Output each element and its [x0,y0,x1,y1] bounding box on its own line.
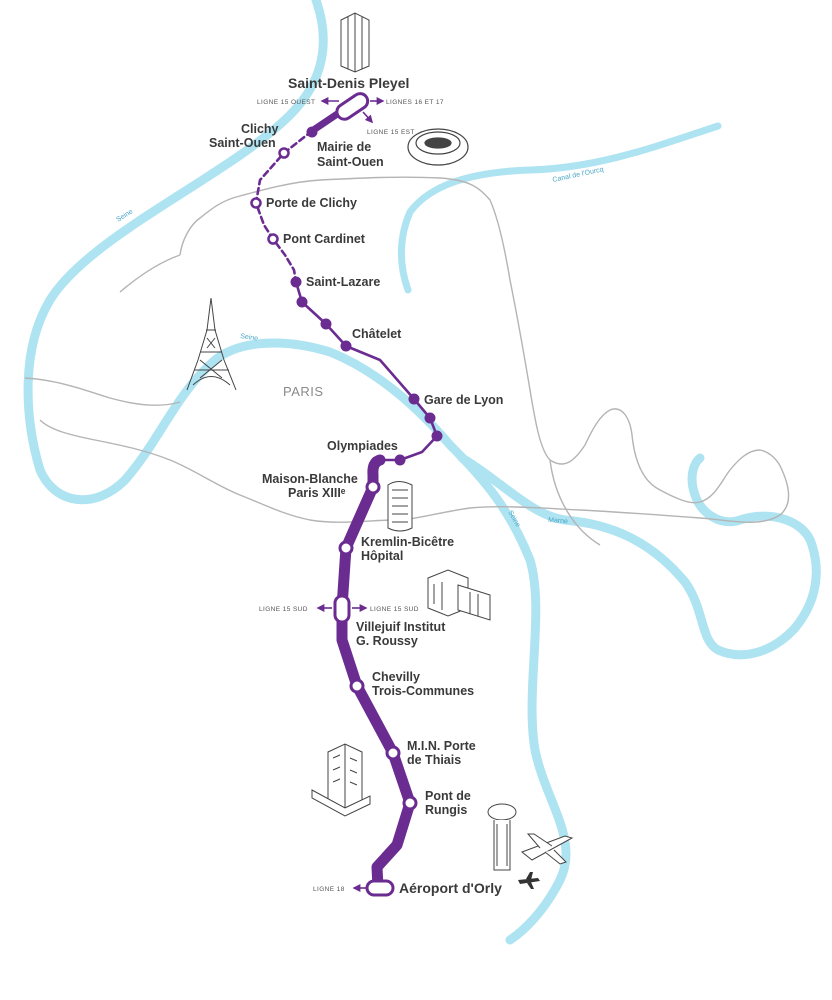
station-label-mairie-line2[interactable]: Saint-Ouen [317,155,384,169]
station-labels: Saint-Denis Pleyel Clichy Saint-Ouen Mai… [209,75,503,896]
river-label-marne: Marne [548,517,568,525]
connection-labels: LIGNE 15 OUEST LIGNES 16 ET 17 LIGNE 15 … [257,99,444,893]
connection-label-l16-17: LIGNES 16 ET 17 [386,99,444,106]
landmark-min-building [311,743,371,817]
station-label-gare-de-lyon[interactable]: Gare de Lyon [424,393,503,407]
connection-arrows [316,97,385,892]
station-marker-gare-de-lyon[interactable] [408,393,420,405]
station-label-porte-de-clichy[interactable]: Porte de Clichy [266,196,357,210]
station-label-rungis-line1[interactable]: Pont de [425,789,471,803]
station-label-chatelet[interactable]: Châtelet [352,327,402,341]
canal-de-lourcq [398,122,722,294]
landmark-orly-control-tower [487,803,517,871]
station-marker-saint-lazare[interactable] [290,276,302,288]
station-label-kremlin-line2[interactable]: Hôpital [361,549,403,563]
line-segment-dashed-north [254,129,314,284]
connection-label-l15-sud-left: LIGNE 15 SUD [259,606,308,613]
boundary-outline [39,176,790,523]
arrow-l15-est [362,111,374,124]
station-label-aeroport-orly[interactable]: Aéroport d'Orly [399,880,502,896]
station-marker-olympiades[interactable] [394,454,406,466]
boundary-northwest [119,254,181,293]
seine-river [23,0,571,945]
plane-icon [518,872,540,889]
station-label-chevilly-line1[interactable]: Chevilly [372,670,420,684]
connection-label-l18: LIGNE 18 [313,886,345,893]
station-label-pont-cardinet[interactable]: Pont Cardinet [283,232,366,246]
station-label-clichy-line2[interactable]: Saint-Ouen [209,136,276,150]
landmark-gustave-roussy [427,569,491,621]
station-marker-saint-denis-pleyel[interactable] [334,91,371,122]
marne-river [457,453,821,660]
station-marker-min-porte-de-thiais[interactable] [385,745,401,761]
station-marker-villejuif[interactable] [333,594,351,624]
station-marker-pyramides[interactable] [296,296,308,308]
station-label-olympiades[interactable]: Olympiades [327,439,398,453]
station-label-chevilly-line2[interactable]: Trois-Communes [372,684,474,698]
station-marker-clichy-saint-ouen[interactable] [278,147,290,159]
station-marker-madeleine[interactable] [320,318,332,330]
landmark-saint-denis-tower [340,12,370,73]
station-label-kremlin-line1[interactable]: Kremlin-Bicêtre [361,535,454,549]
boundary-east [549,459,601,546]
station-label-saint-lazare[interactable]: Saint-Lazare [306,275,380,289]
station-label-saint-denis-pleyel[interactable]: Saint-Denis Pleyel [288,75,409,91]
station-marker-pont-cardinet[interactable] [267,233,279,245]
station-marker-kremlin-bicetre[interactable] [338,540,354,556]
station-label-maison-blanche-line1[interactable]: Maison-Blanche [262,472,358,486]
boundary-west [24,377,181,406]
landmark-eiffel-tower [186,297,237,391]
station-marker-cour-saint-emilion[interactable] [431,430,443,442]
station-label-rungis-line2[interactable]: Rungis [425,803,467,817]
station-label-mairie-line1[interactable]: Mairie de [317,140,371,154]
landmark-tower-13e [387,481,413,532]
station-marker-pont-de-rungis[interactable] [402,795,418,811]
city-boundary [24,176,790,546]
station-markers [250,91,443,897]
station-marker-porte-de-clichy[interactable] [250,197,262,209]
connection-label-l15-est: LIGNE 15 EST [367,129,415,136]
river-label-seine-mid: Seine [240,333,259,342]
line-segment-south [336,454,416,894]
connection-label-l15-sud-right: LIGNE 15 SUD [370,606,419,613]
connection-label-l15-ouest: LIGNE 15 OUEST [257,99,315,106]
station-marker-chevilly[interactable] [349,678,365,694]
landmark-airplane [520,833,574,865]
city-label-paris: PARIS [283,384,324,399]
station-marker-aeroport-orly[interactable] [365,879,395,897]
station-label-villejuif-line1[interactable]: Villejuif Institut [356,620,446,634]
station-label-villejuif-line2[interactable]: G. Roussy [356,634,418,648]
station-label-min-line1[interactable]: M.I.N. Porte [407,739,476,753]
station-label-maison-blanche-line2[interactable]: Paris XIIIᵉ [288,486,346,500]
station-label-clichy-line1[interactable]: Clichy [241,122,279,136]
station-marker-maison-blanche[interactable] [365,479,381,495]
station-marker-chatelet[interactable] [340,340,352,352]
station-marker-mairie-de-saint-ouen[interactable] [306,126,318,138]
station-marker-bercy[interactable] [424,412,436,424]
landmark-stade-de-france [407,128,469,166]
station-label-min-line2[interactable]: de Thiais [407,753,461,767]
